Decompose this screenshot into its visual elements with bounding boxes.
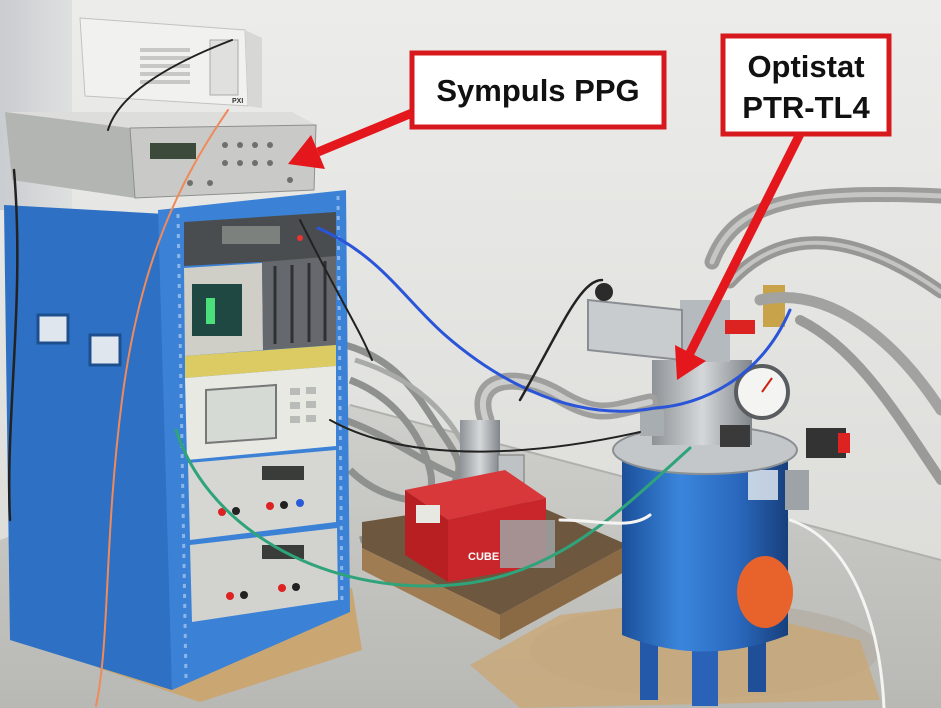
annotation-arrow-head: [675, 345, 706, 380]
annotation-box: [720, 33, 892, 137]
hicube-pump: CUBE: [405, 420, 555, 582]
counter-display: [222, 226, 280, 244]
black-cable: [518, 278, 604, 402]
annotation-arrow-shaft: [316, 108, 414, 157]
pressure-gauge-needle: [761, 377, 773, 393]
generator-buttons: [290, 387, 316, 423]
pxi-label: PXI: [232, 98, 243, 105]
equipment-rack: [4, 190, 362, 702]
power-supply-2-terminals: [226, 583, 300, 600]
black-cable: [329, 419, 641, 453]
pxi-chassis: PXI: [79, 17, 262, 108]
sympuls-top: [5, 112, 316, 128]
module-slots: [273, 261, 327, 344]
power-supply-display: [262, 466, 304, 480]
valves: [640, 320, 850, 510]
annotation-arrow-head: [288, 135, 325, 169]
pump-body-top: [405, 470, 546, 520]
cryostat-leg: [640, 630, 658, 700]
pump-cable-block: [500, 520, 555, 568]
annotation-label-line1: Optistat: [747, 49, 864, 84]
oscilloscope-trace: [206, 298, 215, 324]
annotation-sympuls-ppg: Sympuls PPG: [288, 50, 667, 169]
black-cable: [107, 39, 233, 131]
rack-rail: [336, 195, 344, 607]
white-cable: [558, 513, 652, 525]
annotation-label: Sympuls PPG: [436, 73, 639, 108]
annotation-arrow-shaft: [685, 131, 805, 356]
rack-instrument-yellow: [185, 345, 336, 378]
pump-display: [416, 505, 440, 523]
blue-cable: [316, 226, 657, 413]
pump-label: CUBE: [468, 551, 499, 563]
sympuls-side: [5, 112, 135, 198]
black-cable: [299, 219, 373, 361]
brass-fitting: [763, 285, 785, 327]
generator-display: [205, 383, 277, 445]
pxi-vent-holes: [140, 48, 190, 84]
oscilloscope-screen: [192, 284, 242, 336]
cryostat-hoses: [474, 187, 941, 485]
power-supply-terminals: [218, 499, 304, 516]
black-cable: [7, 168, 19, 522]
rack-instrument-module-crate: [262, 256, 336, 350]
annotation-optistat: Optistat PTR-TL4: [675, 33, 892, 380]
cables: [7, 39, 886, 708]
sympuls-connectors: [187, 142, 293, 186]
green-cable: [174, 428, 692, 588]
blue-cable-2: [653, 308, 792, 410]
optistat-cryostat: [587, 283, 850, 706]
rack-side-handle: [36, 313, 70, 345]
rack-side-handle: [88, 333, 122, 367]
turbo-pump-housing: [587, 298, 683, 362]
counter-led: [297, 235, 303, 241]
annotation-box: [409, 50, 667, 130]
cryostat-label-plate: [748, 470, 778, 500]
sympuls-ppg-unit: [5, 112, 317, 199]
gauge-connector: [595, 283, 613, 301]
pxi-right-side: [245, 30, 262, 108]
annotation-label-line2: PTR-TL4: [742, 90, 870, 125]
orange-cable: [95, 109, 229, 707]
white-cable: [788, 518, 886, 708]
sympuls-display: [150, 143, 196, 159]
orange-bag: [737, 556, 793, 628]
pxi-module-slot: [209, 39, 239, 96]
